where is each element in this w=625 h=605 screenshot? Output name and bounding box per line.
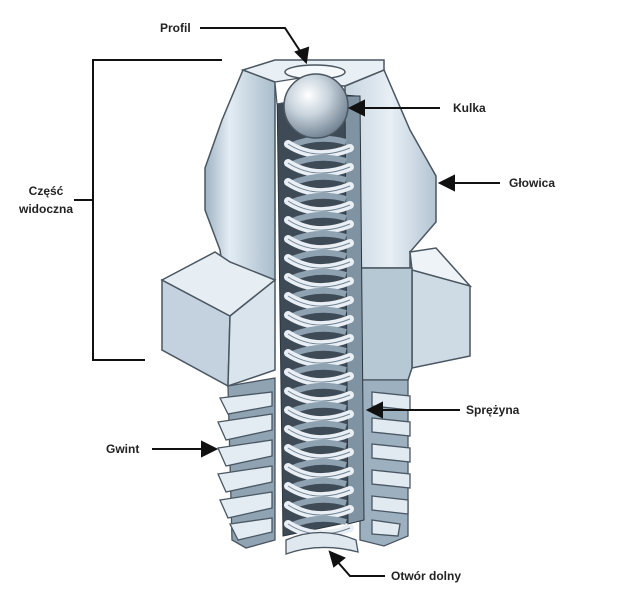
spring-coil-edge [287, 238, 351, 250]
spring-coil-edge [287, 371, 351, 383]
body-right-lower [359, 267, 413, 381]
label-thread: Gwint [106, 442, 140, 456]
spring-coil-edge [287, 352, 351, 364]
spring-coil-edge [287, 390, 351, 402]
arrow-bottom-hole [335, 559, 385, 577]
bottom-hole [285, 531, 359, 555]
label-ball: Kulka [453, 101, 486, 115]
spring-coil-edge [287, 219, 351, 231]
spring [284, 135, 354, 539]
spring-coil-edge [287, 333, 351, 345]
label-head: Głowica [509, 176, 556, 190]
label-visible-part: Część widoczna [16, 182, 76, 218]
hex-flange-left-top [160, 251, 277, 317]
spring-coil-edge [287, 485, 351, 497]
head-left-wall [204, 69, 276, 318]
spring-coil-edge [287, 447, 351, 459]
arrow-profile-head [294, 46, 310, 65]
label-visible-part-line1: Część [28, 184, 64, 198]
spring-coil-edge [287, 295, 351, 307]
spring-coil-edge [287, 143, 351, 155]
label-bottom-hole: Otwór dolny [391, 569, 461, 583]
spring-coil-edge [287, 428, 351, 440]
hex-flange-right-top [409, 247, 473, 288]
label-spring: Sprężyna [466, 403, 520, 417]
spring-coil-edge [287, 504, 351, 516]
hex-flange-left-face [227, 278, 276, 388]
visible-part-bracket [74, 59, 222, 361]
spring-coil-edge [287, 181, 351, 193]
arrow-bottom-hole-head [328, 550, 346, 568]
label-visible-part-line2: widoczna [18, 202, 73, 216]
ball [283, 73, 349, 139]
arrow-profile [200, 27, 303, 55]
label-profile: Profil [160, 21, 191, 35]
spring-coil-edge [287, 314, 351, 326]
spring-coil-edge [287, 162, 351, 174]
arrow-thread-head [201, 440, 219, 458]
spring-coil-edge [287, 257, 351, 269]
thread-left [217, 377, 276, 549]
spring-coil-edge [287, 409, 351, 421]
spring-coil-edge [287, 200, 351, 212]
spring-coil-edge [287, 276, 351, 288]
spring-coil-edge [287, 466, 351, 478]
arrow-spring-head [365, 401, 383, 419]
arrow-head-head [437, 174, 455, 192]
thread-right [359, 379, 411, 547]
arrow-ball-head [347, 99, 365, 117]
label-arrows [152, 27, 500, 577]
